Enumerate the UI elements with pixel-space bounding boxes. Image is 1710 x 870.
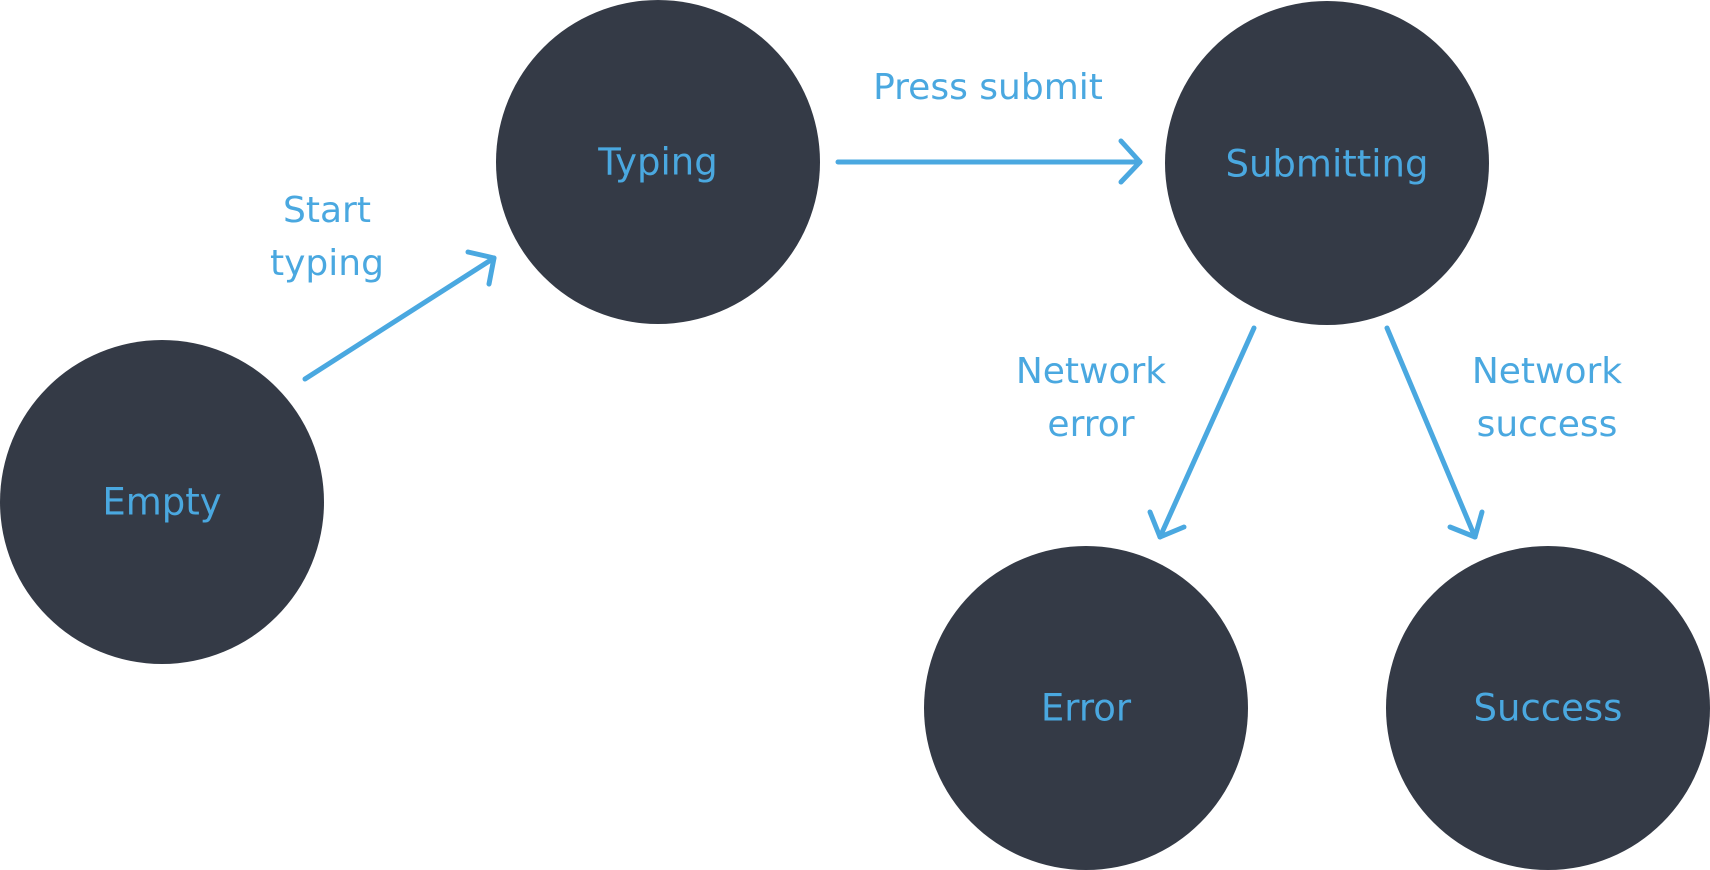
edge-network-success: Network success (1384, 325, 1622, 540)
edge-press-submit: Press submit (835, 67, 1143, 185)
edge-network-error-line (1157, 325, 1257, 540)
edge-network-error-label-line1: Network (1016, 351, 1166, 392)
node-submitting-circle (1165, 1, 1489, 325)
node-typing: Typing (496, 0, 820, 324)
node-typing-circle (496, 0, 820, 324)
node-success: Success (1386, 546, 1710, 870)
node-error-circle (924, 546, 1248, 870)
edge-start-typing-arrowhead (465, 249, 497, 287)
edge-network-success-arrowhead (1447, 509, 1485, 540)
edge-network-success-line (1384, 325, 1478, 540)
node-empty-label: Empty (102, 481, 221, 524)
edge-network-success-label-line1: Network (1472, 351, 1622, 392)
node-success-circle (1386, 546, 1710, 870)
node-submitting: Submitting (1165, 1, 1489, 325)
node-success-label: Success (1474, 687, 1623, 730)
edge-start-typing-label-line2: typing (270, 243, 384, 284)
edge-start-typing-line (302, 255, 497, 382)
node-submitting-label: Submitting (1226, 143, 1429, 186)
edge-start-typing: Start typing (270, 190, 497, 382)
node-empty: Empty (0, 340, 324, 664)
node-typing-label: Typing (597, 141, 717, 184)
edge-network-error-arrowhead (1147, 509, 1187, 540)
edge-network-error: Network error (1016, 325, 1257, 540)
node-error: Error (924, 546, 1248, 870)
node-error-label: Error (1041, 687, 1132, 730)
edge-start-typing-label-line1: Start (283, 190, 371, 231)
edge-press-submit-label: Press submit (873, 67, 1103, 108)
node-empty-circle (0, 340, 324, 664)
edge-network-success-label-line2: success (1477, 404, 1618, 445)
edge-network-error-label-line2: error (1047, 404, 1134, 445)
edge-press-submit-arrowhead (1118, 138, 1143, 185)
